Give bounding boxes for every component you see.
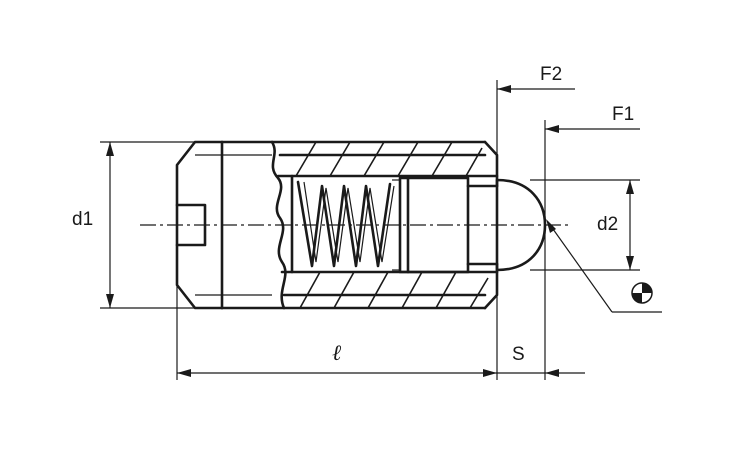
dimension-d2 [530, 179, 640, 271]
center-of-gravity-icon [631, 282, 653, 304]
label-f2: F2 [540, 64, 562, 85]
spring [296, 180, 395, 268]
dimension-stroke [497, 230, 585, 380]
label-stroke: S [512, 344, 525, 365]
label-d1: d1 [72, 209, 93, 230]
label-d2: d2 [597, 214, 618, 235]
dimension-d1 [100, 141, 222, 309]
force-f2 [496, 80, 575, 155]
dimension-length [176, 285, 498, 380]
center-of-gravity-leader [546, 219, 662, 313]
thread-hatching-bottom [280, 270, 499, 309]
thread-hatching-top [276, 141, 499, 178]
label-length: ℓ [332, 340, 342, 365]
label-f1: F1 [612, 104, 634, 125]
force-f1 [544, 120, 640, 220]
